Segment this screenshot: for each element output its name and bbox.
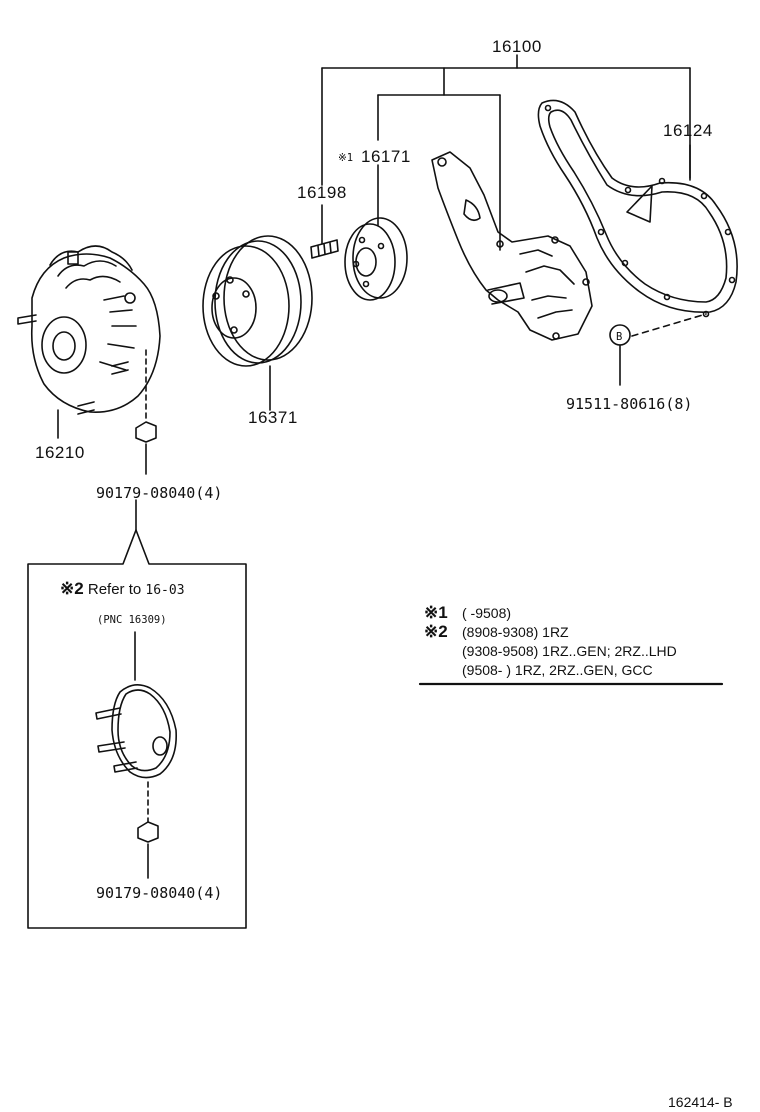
circle-b-marker <box>609 324 631 346</box>
gasket-drawing <box>537 99 738 318</box>
figure-id: 162414- B <box>668 1094 733 1110</box>
callout-16171: 16171 <box>361 147 411 166</box>
inset-box <box>27 499 247 929</box>
inset-refer-ref: 16-03 <box>145 583 185 598</box>
note1-range: ( -9508) <box>462 605 512 621</box>
note1-marker: ※1 <box>338 152 354 164</box>
callout-bolt: 91511-80616(8) <box>566 395 693 413</box>
nut-top-drawing <box>135 349 157 475</box>
callout-16210: 16210 <box>35 443 85 462</box>
inset-refer-text: Refer to <box>87 581 142 598</box>
note2-mark: ※2 <box>424 622 448 641</box>
applicability-notes: ※1 ( -9508) ※2 (8908-9308) 1RZ (9308-950… <box>424 603 734 683</box>
hub-drawing <box>344 217 408 301</box>
callout-16198: 16198 <box>297 183 347 202</box>
note2-range-1: (8908-9308) 1RZ <box>462 624 569 640</box>
note2-range-3: (9508- ) 1RZ, 2RZ..GEN, GCC <box>462 662 653 678</box>
callout-16371: 16371 <box>248 408 298 427</box>
callout-16100: 16100 <box>492 37 542 56</box>
note2-range-2: (9308-9508) 1RZ..GEN; 2RZ..LHD <box>462 643 677 659</box>
water-pump-drawing <box>431 151 593 341</box>
circle-b-letter: B <box>616 331 623 343</box>
bolt-leader <box>619 313 707 386</box>
inset-pnc: (PNC 16309) <box>97 614 167 626</box>
assembly-bracket <box>321 54 691 251</box>
inset-flange-drawing <box>95 631 177 879</box>
callout-nut-top: 90179-08040(4) <box>96 484 223 502</box>
callout-nut-inset: 90179-08040(4) <box>96 884 223 902</box>
stud-drawing <box>310 239 339 259</box>
callout-16124: 16124 <box>663 121 713 140</box>
fan-clutch-drawing <box>17 245 161 439</box>
inset-note2-marker: ※2 <box>60 579 84 598</box>
pulley-drawing <box>202 235 313 411</box>
note1-mark: ※1 <box>424 603 448 622</box>
inset-refer-line: ※2 Refer to 16-03 <box>60 580 185 599</box>
